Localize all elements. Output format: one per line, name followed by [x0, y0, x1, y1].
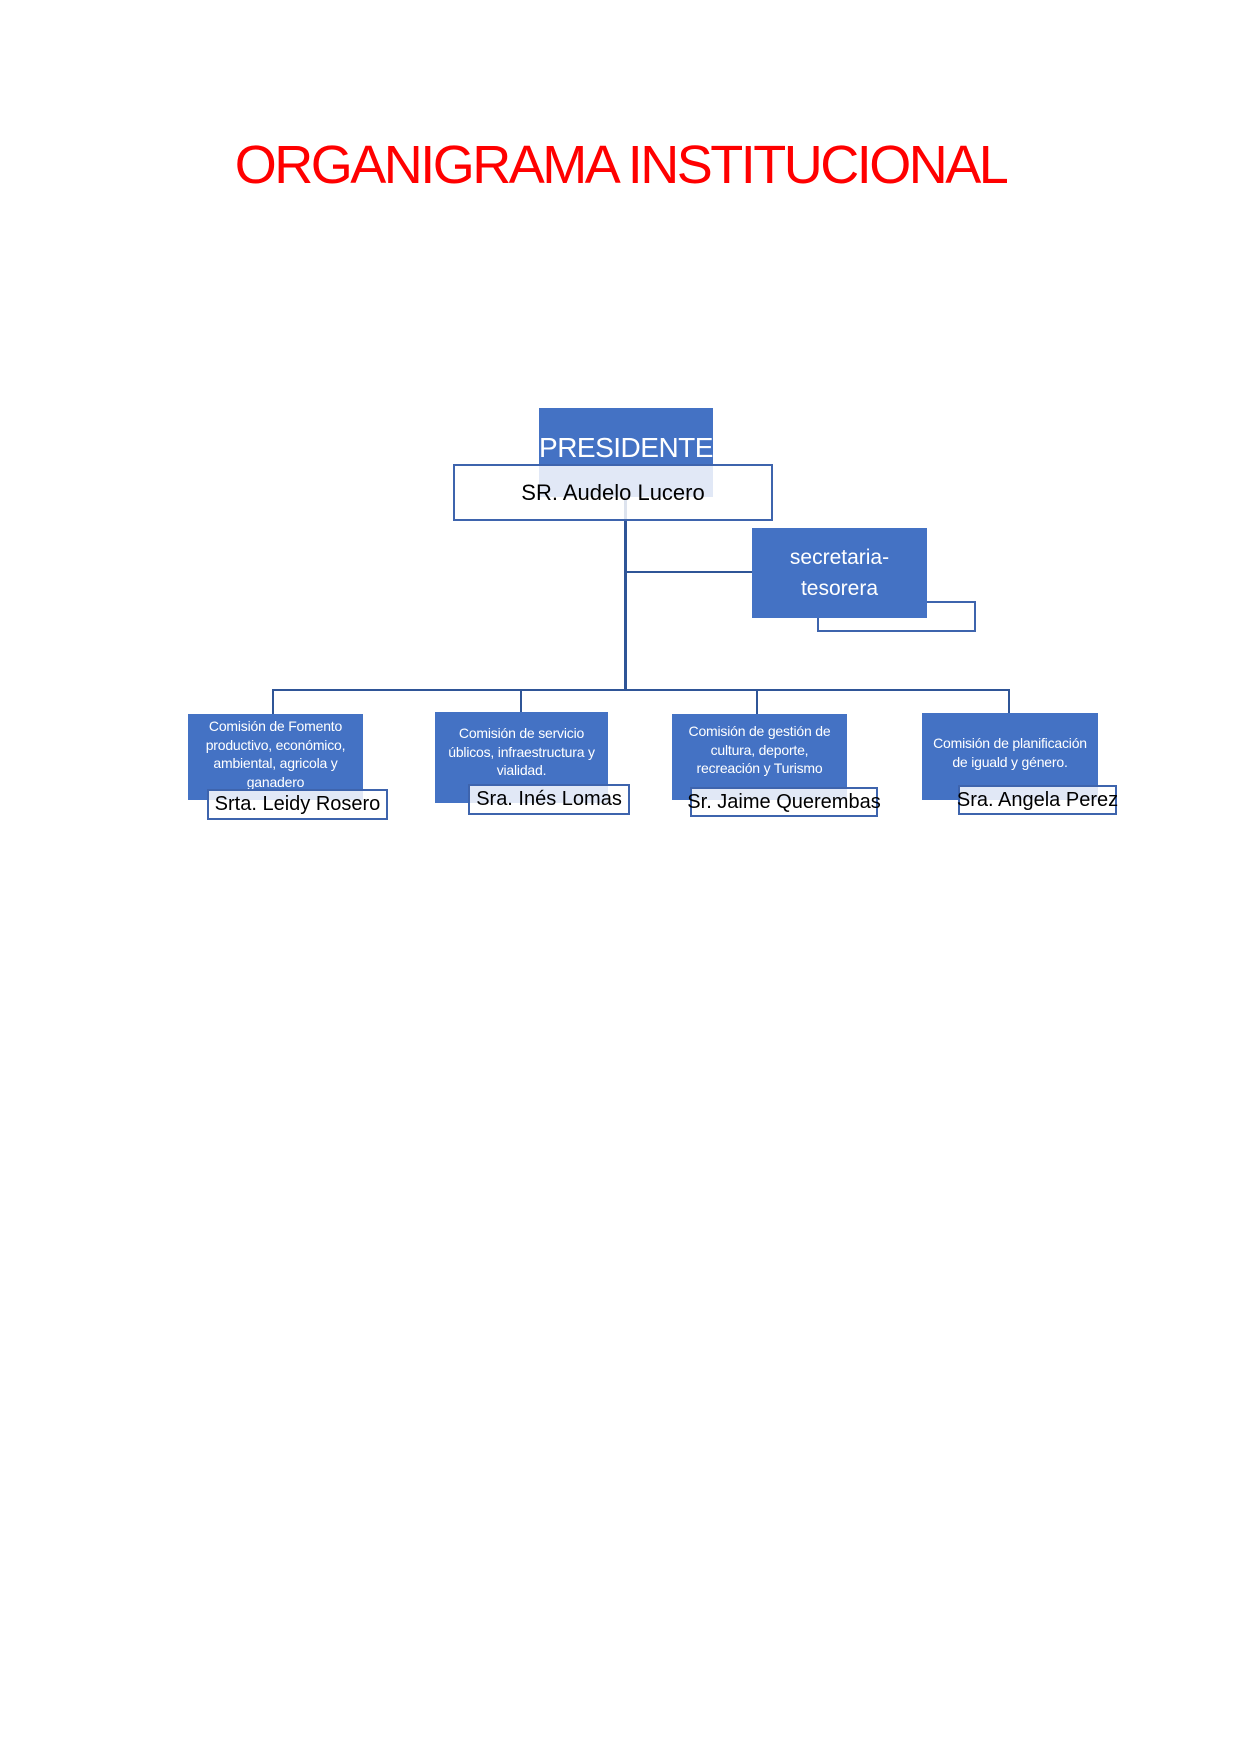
- connector-drop-commission-3: [756, 689, 758, 714]
- president-name-box: SR. Audelo Lucero: [453, 464, 773, 521]
- page-title: ORGANIGRAMA INSTITUCIONAL: [234, 135, 1009, 195]
- commission-role-box-3: Comisión de gestión de cultura, deporte,…: [672, 714, 847, 800]
- commission-name-box-4: Sra. Angela Perez: [957, 785, 1118, 815]
- connector-drop-commission-1: [272, 689, 274, 714]
- connector-president-main: [624, 495, 627, 691]
- secretary-role-box: secretaria- tesorera: [752, 528, 927, 618]
- connector-drop-commission-4: [1008, 689, 1010, 714]
- commission-role-box-1: Comisión de Fomento productivo, económic…: [188, 714, 363, 800]
- commission-name-box-3: Sr. Jaime Querembas: [687, 787, 881, 817]
- connector-drop-commission-2: [520, 689, 522, 713]
- connector-distribution: [272, 689, 1010, 691]
- commission-name-box-1: Srta. Leidy Rosero: [207, 789, 388, 820]
- connector-secretary-branch: [625, 571, 753, 573]
- commission-name-box-2: Sra. Inés Lomas: [468, 784, 630, 815]
